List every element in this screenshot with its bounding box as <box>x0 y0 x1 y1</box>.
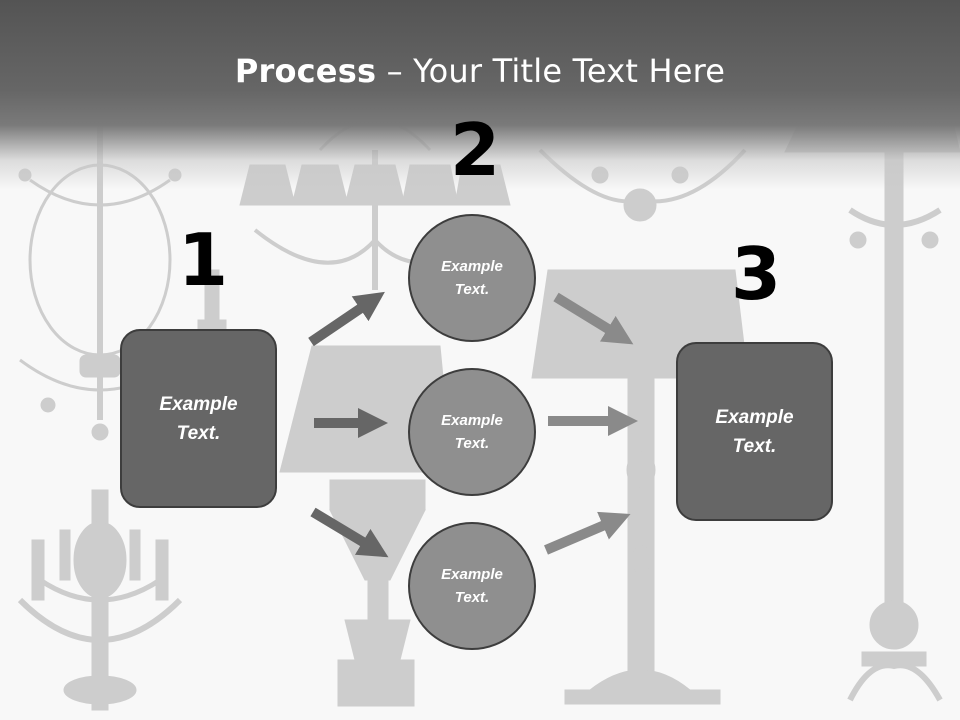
arrow-1-to-bottom <box>310 507 389 558</box>
arrow-top-to-3 <box>553 292 634 345</box>
circle-middle: Example Text. <box>408 368 536 496</box>
step-1-box: Example Text. <box>120 329 277 508</box>
step-1-text: Example Text. <box>159 393 238 444</box>
circle-top: Example Text. <box>408 214 536 342</box>
circle-top-text: Example Text. <box>441 258 503 298</box>
step-3-box: Example Text. <box>676 342 833 521</box>
title-rest: – Your Title Text Here <box>376 52 726 90</box>
arrow-1-to-top <box>308 291 385 347</box>
circle-bottom: Example Text. <box>408 522 536 650</box>
title-bold: Process <box>234 52 377 90</box>
slide-title: Process – Your Title Text Here <box>0 52 960 90</box>
circle-middle-text: Example Text. <box>441 412 503 452</box>
title-bar <box>0 0 960 190</box>
step-number-1: 1 <box>178 218 229 302</box>
arrow-bottom-to-3 <box>544 511 631 555</box>
step-number-2: 2 <box>450 108 501 192</box>
circle-bottom-text: Example Text. <box>441 566 503 606</box>
step-3-text: Example Text. <box>715 406 794 457</box>
step-number-3: 3 <box>731 232 782 316</box>
